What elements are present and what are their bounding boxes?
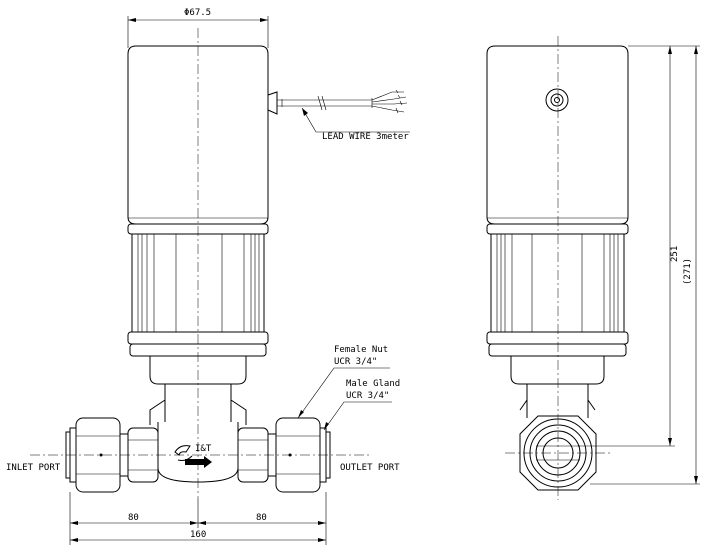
lead-wire-callout: LEAD WIRE 3meter bbox=[301, 107, 410, 142]
side-valve-body bbox=[510, 356, 605, 418]
diameter-label: Φ67.5 bbox=[184, 8, 211, 18]
dim-right-label: 80 bbox=[256, 513, 267, 523]
dim-total-label: 160 bbox=[190, 530, 206, 540]
brand-logo: I&T bbox=[174, 444, 212, 468]
length-dimensions: 80 80 160 bbox=[69, 492, 327, 545]
male-gland-spec: UCR 3/4" bbox=[346, 391, 389, 401]
lead-wire-connector bbox=[267, 89, 408, 115]
dim-height-ref-label: (271) bbox=[683, 258, 693, 285]
side-coil-housing bbox=[486, 45, 629, 225]
male-gland-callout: Male Gland UCR 3/4" bbox=[323, 379, 400, 431]
front-view: Φ67.5 LEAD WIRE 3meter bbox=[6, 8, 410, 545]
height-dimensions: 251 (271) bbox=[578, 45, 700, 485]
inlet-port-label: INLET PORT bbox=[6, 463, 61, 473]
side-view: 251 (271) bbox=[486, 36, 700, 500]
dim-height-label: 251 bbox=[670, 246, 680, 262]
brand-logo-text: I&T bbox=[195, 444, 212, 454]
female-nut-title: Female Nut bbox=[334, 345, 388, 355]
dim-left-label: 80 bbox=[128, 513, 139, 523]
outlet-port-label: OUTLET PORT bbox=[340, 463, 400, 473]
male-gland-title: Male Gland bbox=[346, 379, 400, 389]
lead-wire-label: LEAD WIRE 3meter bbox=[322, 132, 409, 142]
female-nut-callout: Female Nut UCR 3/4" bbox=[297, 345, 390, 419]
diameter-dimension: Φ67.5 bbox=[127, 8, 269, 48]
side-finned-body bbox=[486, 223, 629, 357]
female-nut-spec: UCR 3/4" bbox=[334, 357, 377, 367]
side-grommet bbox=[545, 88, 569, 112]
